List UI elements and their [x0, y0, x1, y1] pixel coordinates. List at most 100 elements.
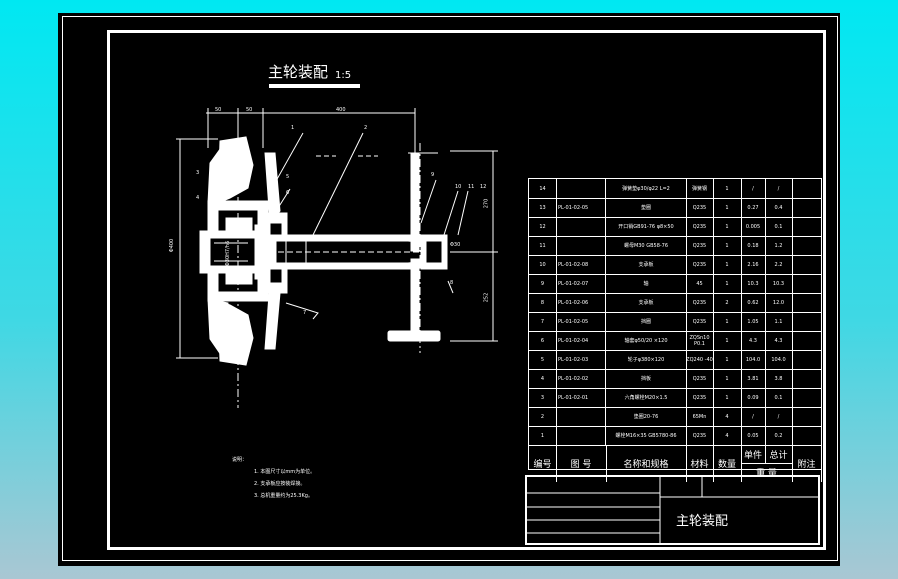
parts-cell-no: 10: [529, 255, 557, 274]
parts-cell-mat: Q235: [686, 388, 714, 407]
parts-cell-note: [792, 274, 822, 293]
parts-cell-qty: 4: [713, 426, 742, 445]
parts-cell-code: PL-01-02-05: [556, 198, 606, 217]
parts-cell-mat: Q235: [686, 293, 714, 312]
parts-cell-qty: 2: [713, 293, 742, 312]
parts-cell-no: 11: [529, 236, 557, 255]
parts-cell-no: 4: [529, 369, 557, 388]
parts-cell-qty: 1: [713, 236, 742, 255]
parts-cell-code: PL-01-02-08: [556, 255, 606, 274]
parts-cell-code: [556, 426, 606, 445]
balloon-number: 9: [431, 172, 435, 178]
parts-cell-qty: 4: [713, 407, 742, 426]
inner-frame: [107, 30, 826, 550]
parts-cell-code: PL-01-02-05: [556, 312, 606, 331]
parts-cell-w2: 1.1: [765, 312, 793, 331]
parts-cell-no: 14: [529, 179, 557, 198]
drawing-scale: 1:5: [335, 70, 352, 81]
balloon-number: 4: [196, 195, 200, 201]
drawing-title: 主轮装配: [268, 63, 329, 81]
drawing-sheet: 主轮装配 1:5 50 50 400 270 252 Φ400 Φ30 Φ30H…: [58, 13, 840, 566]
balloon-number: 2: [364, 125, 368, 131]
note-item: 3. 总机重量约为25.3Kg。: [254, 493, 313, 499]
parts-cell-w2: 0.1: [765, 388, 793, 407]
parts-header-weight: 重 量: [741, 463, 793, 482]
parts-cell-name: 挡板: [606, 369, 687, 388]
parts-cell-note: [792, 407, 822, 426]
balloon-number: 10: [455, 184, 462, 190]
parts-cell-w1: /: [741, 179, 766, 198]
dim-label: 50: [246, 107, 253, 113]
parts-cell-note: [792, 179, 822, 198]
parts-cell-mat: Q235: [686, 255, 714, 274]
title-block-grid: [527, 477, 820, 545]
parts-cell-no: 7: [529, 312, 557, 331]
balloon-number: 6: [286, 190, 290, 196]
parts-cell-note: [792, 217, 822, 236]
parts-cell-mat: Q235: [686, 236, 714, 255]
parts-cell-no: 1: [529, 426, 557, 445]
balloon-number: 12: [480, 184, 487, 190]
parts-cell-code: [556, 179, 606, 198]
parts-cell-no: 12: [529, 217, 557, 236]
balloon-number: 1: [291, 125, 295, 131]
parts-cell-note: [792, 388, 822, 407]
parts-cell-qty: 1: [713, 369, 742, 388]
parts-cell-name: 垫圈20-76: [606, 407, 687, 426]
parts-cell-qty: 1: [713, 388, 742, 407]
parts-cell-w1: 1.05: [741, 312, 766, 331]
parts-cell-mat: ZQ240 -40: [686, 350, 714, 369]
note-item: 2. 支承板应按装焊接。: [254, 481, 306, 487]
parts-cell-qty: 1: [713, 331, 742, 350]
parts-cell-qty: 1: [713, 217, 742, 236]
parts-cell-note: [792, 331, 822, 350]
parts-cell-w2: 4.3: [765, 331, 793, 350]
parts-cell-qty: 1: [713, 255, 742, 274]
parts-cell-mat: Q235: [686, 312, 714, 331]
parts-cell-w1: 0.27: [741, 198, 766, 217]
parts-cell-name: 挡圈: [606, 312, 687, 331]
parts-cell-code: [556, 407, 606, 426]
parts-cell-w2: 104.0: [765, 350, 793, 369]
parts-cell-w1: 2.16: [741, 255, 766, 274]
parts-cell-name: 六角螺栓M20×1.5: [606, 388, 687, 407]
parts-cell-code: PL-01-02-07: [556, 274, 606, 293]
outer-frame: [62, 16, 838, 561]
balloon-number: 11: [468, 184, 475, 190]
parts-cell-name: 垫圈: [606, 198, 687, 217]
parts-cell-qty: 1: [713, 198, 742, 217]
parts-cell-w1: 10.3: [741, 274, 766, 293]
parts-cell-code: [556, 217, 606, 236]
parts-cell-code: PL-01-02-01: [556, 388, 606, 407]
note-item: 1. 本图尺寸以mm为单位。: [254, 469, 316, 475]
parts-cell-mat: Q235: [686, 369, 714, 388]
parts-cell-note: [792, 426, 822, 445]
parts-cell-qty: 1: [713, 350, 742, 369]
parts-cell-name: 支承板: [606, 293, 687, 312]
parts-cell-no: 6: [529, 331, 557, 350]
parts-cell-w2: 2.2: [765, 255, 793, 274]
parts-header-unit: 单件: [741, 445, 766, 464]
parts-cell-note: [792, 198, 822, 217]
parts-cell-qty: 1: [713, 274, 742, 293]
title-block: [525, 475, 820, 545]
parts-header-row: 编号图 号名称和规格材料数量附注单件总计重 量: [529, 445, 822, 482]
parts-cell-w1: 4.3: [741, 331, 766, 350]
parts-cell-w1: 0.62: [741, 293, 766, 312]
parts-cell-note: [792, 350, 822, 369]
dim-label: 50: [215, 107, 222, 113]
parts-cell-name: 轴: [606, 274, 687, 293]
parts-cell-w1: 0.09: [741, 388, 766, 407]
